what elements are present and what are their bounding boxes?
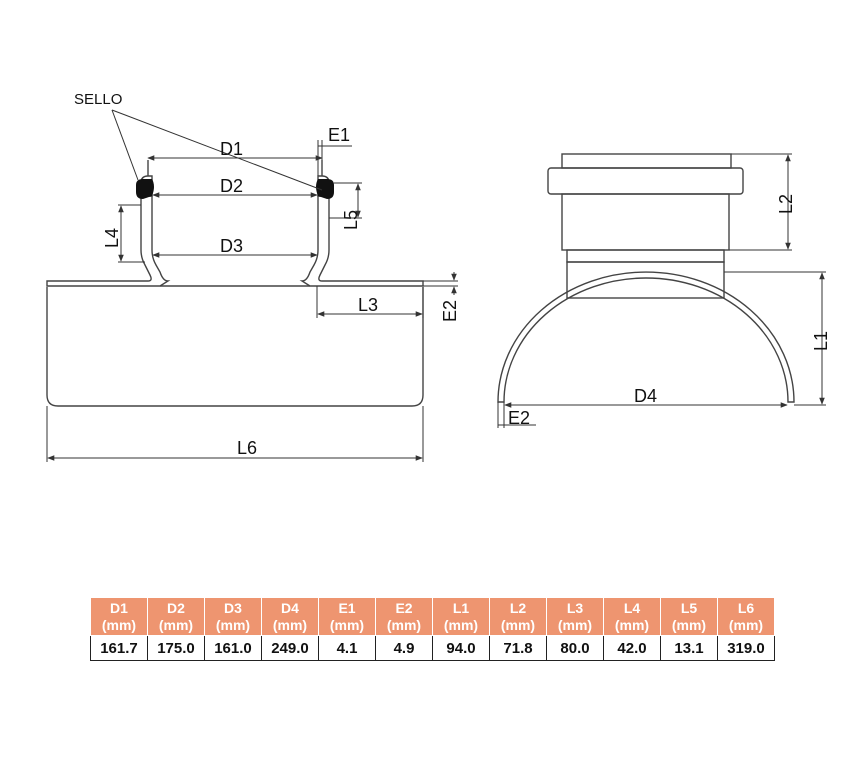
column-unit: (mm): [614, 617, 650, 633]
socket-collar: [547, 167, 744, 195]
column-name: L2: [509, 600, 527, 616]
table-cell-d1: 161.7: [90, 635, 148, 661]
table-cell-d3: 161.0: [204, 635, 262, 661]
column-header-d2: D2(mm): [147, 597, 205, 636]
socket-top: [561, 153, 732, 169]
table-cell-l4: 42.0: [603, 635, 661, 661]
column-header-d4: D4(mm): [261, 597, 319, 636]
socket-body: [561, 193, 730, 251]
technical-drawing: SELLO D1 D2 D3 E1 L5 L4 L3 E2 L6: [46, 91, 831, 462]
column-header-l5: L5(mm): [660, 597, 718, 636]
column-name: E1: [338, 600, 356, 616]
column-name: D1: [110, 600, 128, 616]
table-cell-d4: 249.0: [261, 635, 319, 661]
label-d2: D2: [220, 176, 243, 196]
column-name: L3: [566, 600, 584, 616]
column-header-e2: E2(mm): [375, 597, 433, 636]
table-header-row: D1(mm)D2(mm)D3(mm)D4(mm)E1(mm)E2(mm)L1(m…: [90, 597, 775, 636]
label-l4: L4: [102, 228, 122, 248]
side-view: SELLO D1 D2 D3 E1 L5 L4 L3 E2 L6: [46, 91, 460, 462]
column-header-l4: L4(mm): [603, 597, 661, 636]
column-header-l6: L6(mm): [717, 597, 775, 636]
label-l1: L1: [811, 331, 831, 351]
table-cell-l1: 94.0: [432, 635, 490, 661]
table-cell-l2: 71.8: [489, 635, 547, 661]
column-unit: (mm): [443, 617, 479, 633]
label-sello: SELLO: [74, 91, 122, 108]
table-cell-l6: 319.0: [717, 635, 775, 661]
column-header-d1: D1(mm): [90, 597, 148, 636]
label-l5: L5: [341, 210, 361, 230]
table-cell-e2: 4.9: [375, 635, 433, 661]
column-name: L1: [452, 600, 470, 616]
table-cell-e1: 4.1: [318, 635, 376, 661]
sello-leader-left: [111, 109, 139, 181]
socket-neck: [566, 249, 725, 263]
sello-leader-right: [111, 109, 323, 191]
column-name: L5: [680, 600, 698, 616]
column-unit: (mm): [329, 617, 365, 633]
column-header-d3: D3(mm): [204, 597, 262, 636]
column-unit: (mm): [500, 617, 536, 633]
column-unit: (mm): [386, 617, 422, 633]
table-cell-d2: 175.0: [147, 635, 205, 661]
label-e2-front: E2: [508, 408, 530, 428]
column-name: L4: [623, 600, 641, 616]
saddle-shell-left: [46, 195, 171, 287]
column-name: E2: [395, 600, 413, 616]
seal-right: [316, 179, 334, 199]
column-header-l2: L2(mm): [489, 597, 547, 636]
label-l2: L2: [776, 194, 796, 214]
column-header-l3: L3(mm): [546, 597, 604, 636]
seal-left: [136, 179, 154, 199]
front-view: L2 L1 D4 E2: [497, 153, 831, 428]
label-e1: E1: [328, 125, 350, 145]
column-name: L6: [737, 600, 755, 616]
column-unit: (mm): [272, 617, 308, 633]
label-l3: L3: [358, 295, 378, 315]
label-d1: D1: [220, 139, 243, 159]
spigot: [566, 261, 725, 299]
column-name: D4: [281, 600, 299, 616]
label-e2-side: E2: [440, 300, 460, 322]
label-d3: D3: [220, 236, 243, 256]
column-unit: (mm): [671, 617, 707, 633]
column-unit: (mm): [101, 617, 137, 633]
saddle-arc: [497, 271, 795, 403]
column-header-e1: E1(mm): [318, 597, 376, 636]
table-cell-l3: 80.0: [546, 635, 604, 661]
column-unit: (mm): [728, 617, 764, 633]
column-header-l1: L1(mm): [432, 597, 490, 636]
dimensions-table: D1(mm)D2(mm)D3(mm)D4(mm)E1(mm)E2(mm)L1(m…: [90, 597, 775, 661]
column-unit: (mm): [158, 617, 194, 633]
saddle-shell-right: [299, 195, 424, 287]
column-unit: (mm): [215, 617, 251, 633]
column-name: D3: [224, 600, 242, 616]
label-d4: D4: [634, 386, 657, 406]
main-pipe-body: [46, 287, 424, 407]
column-name: D2: [167, 600, 185, 616]
column-unit: (mm): [557, 617, 593, 633]
table-cell-l5: 13.1: [660, 635, 718, 661]
label-l6: L6: [237, 438, 257, 458]
